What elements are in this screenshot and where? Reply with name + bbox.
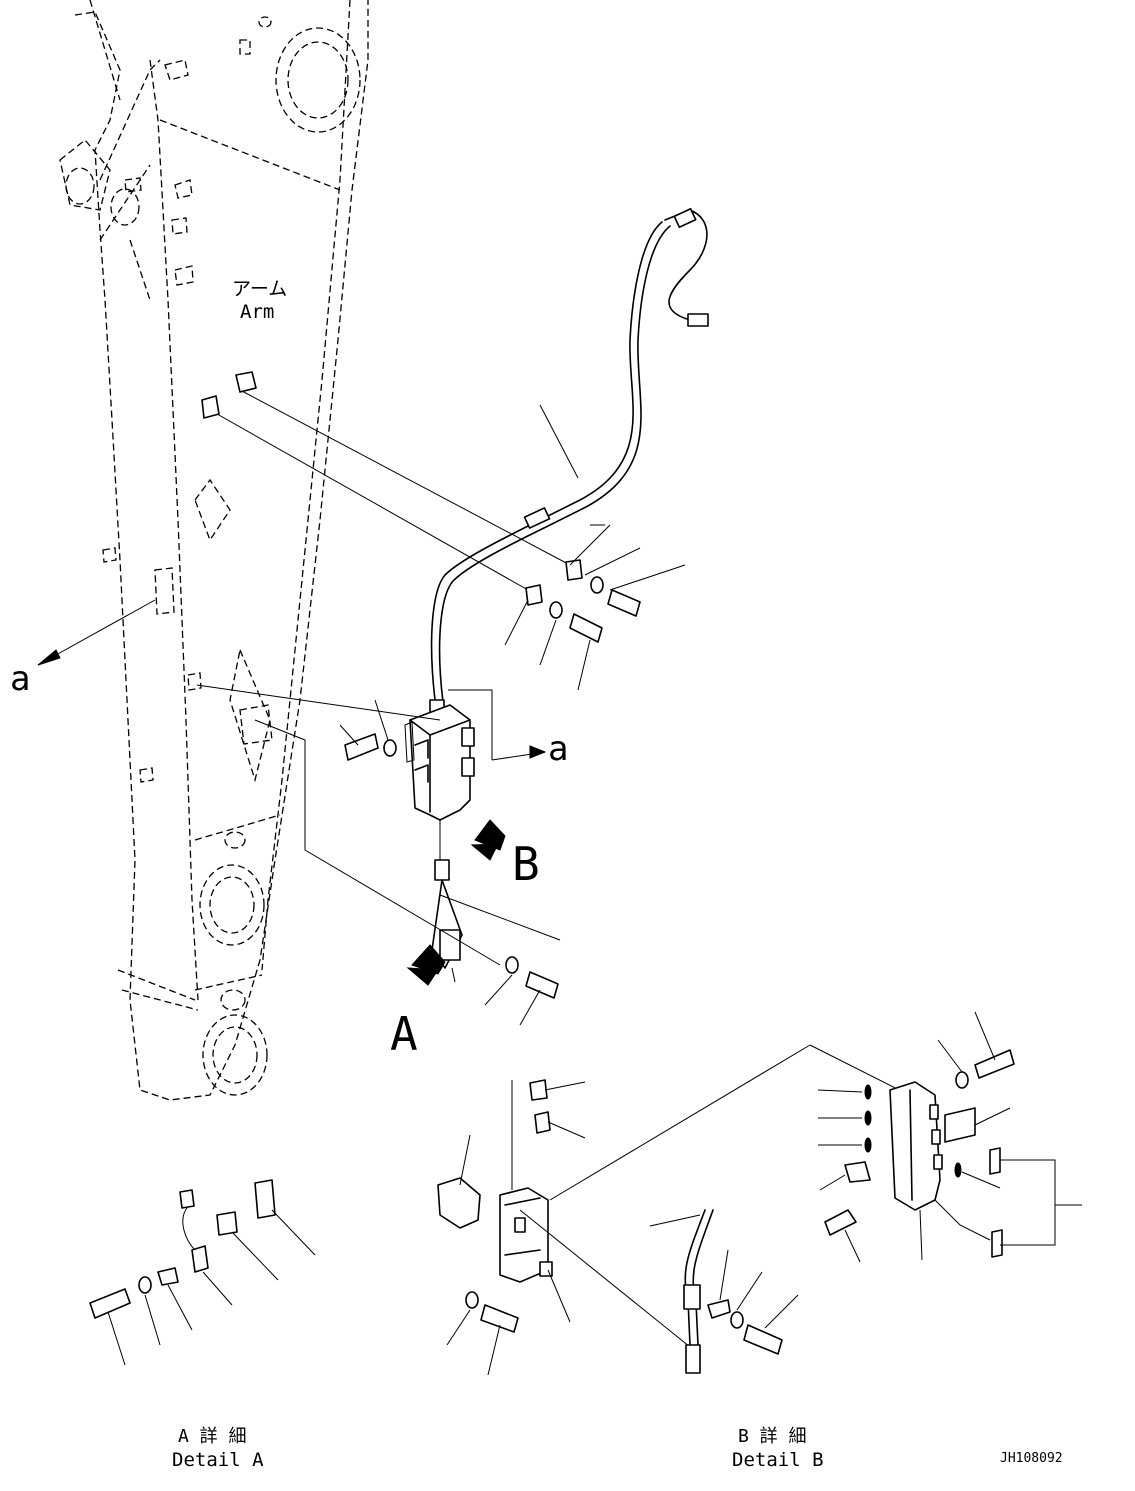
arm-label-en: Arm: [240, 301, 274, 323]
view-a-left-arrow: [37, 599, 156, 666]
detail-a-title-jp: A 詳 細: [178, 1426, 247, 1447]
drawing-number: JH108092: [1000, 1451, 1063, 1466]
washers-bolts-main: [339, 524, 686, 1026]
detail-b-title-jp: B 詳 細: [738, 1426, 807, 1447]
detail-a-parts: [89, 1179, 316, 1366]
detail-b-parts: [437, 1011, 1082, 1376]
view-a-left-label: a: [10, 659, 30, 699]
detail-a-title-en: Detail A: [172, 1449, 264, 1471]
view-a-right-label: a: [548, 729, 568, 769]
arm-label-jp: アーム: [232, 278, 287, 300]
detail-a-marker: A: [390, 1007, 418, 1061]
view-arrow-b: [470, 819, 506, 861]
controller-box: [404, 704, 475, 983]
clamp-brackets-upper: [201, 371, 583, 606]
leader-lines: [196, 389, 605, 966]
detail-b-marker: B: [512, 837, 540, 891]
wiring-harness: [429, 207, 709, 719]
view-a-right-arrow: [491, 745, 547, 761]
detail-b-title-en: Detail B: [732, 1449, 824, 1471]
arm-outline: [59, 0, 369, 1101]
view-arrow-a: [406, 944, 446, 986]
